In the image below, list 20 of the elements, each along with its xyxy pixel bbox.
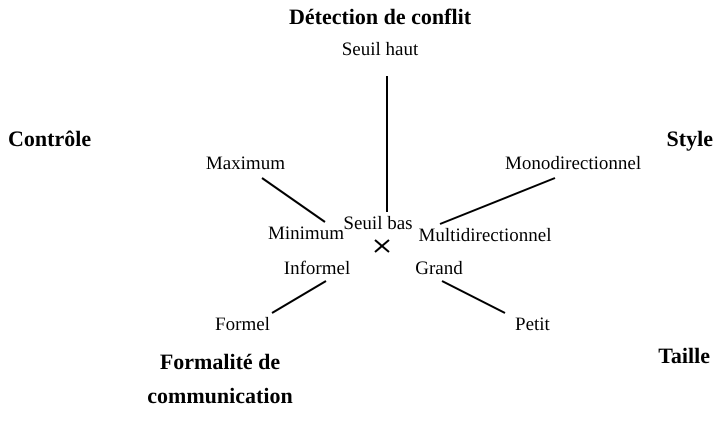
axis-value: Grand <box>415 257 463 281</box>
axis-value: Seuil bas <box>343 212 413 234</box>
axis-value: Maximum <box>206 152 285 176</box>
axis-title: Style <box>666 126 713 152</box>
axis-value: Petit <box>515 313 550 337</box>
axis-value: Minimum <box>268 222 344 246</box>
axis-value: Monodirectionnel <box>505 152 642 176</box>
axis-line <box>272 280 326 314</box>
axis-title: Détection de conflit <box>288 4 472 30</box>
axis-value: Informel <box>284 257 350 281</box>
axis-value: Formel <box>215 313 270 337</box>
axis-line <box>261 177 326 223</box>
axis-line <box>440 177 556 225</box>
axis-title: Contrôle <box>8 126 92 152</box>
axis-value: Multidirectionnel <box>418 224 552 248</box>
axis-line <box>442 280 506 314</box>
axis-title: Taille <box>658 343 710 369</box>
axis-line <box>386 76 388 212</box>
axis-value: Seuil haut <box>342 38 418 62</box>
axis-title: Formalité de communication <box>146 348 294 410</box>
